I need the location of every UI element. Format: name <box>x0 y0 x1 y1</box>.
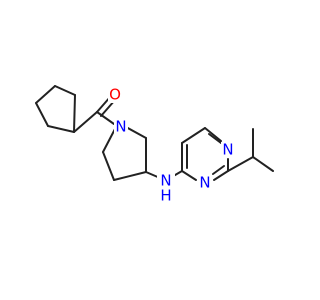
bond <box>73 94 76 133</box>
bond <box>35 85 56 104</box>
bond <box>213 170 229 181</box>
amide-nitrogen-atom: N <box>114 118 128 136</box>
bond <box>54 85 76 96</box>
structure-diagram: O N N H N N <box>35 85 274 205</box>
double-bond-inner <box>212 165 225 175</box>
amide-nitrogen-label: N <box>115 118 126 136</box>
molecule-canvas: O N N H N N <box>35 85 274 205</box>
pyrimidine-nitrogen-3-atom: N <box>198 174 212 192</box>
pyrimidine-nitrogen-3-label: N <box>199 174 210 192</box>
bond <box>96 111 115 125</box>
bond <box>102 151 115 181</box>
double-bond-inner <box>208 133 222 144</box>
amine-nitrogen-label: N <box>160 172 171 190</box>
oxygen-atom: O <box>108 86 122 104</box>
bond <box>181 127 206 144</box>
bond <box>181 170 197 181</box>
bond <box>113 171 147 181</box>
bond <box>125 126 147 139</box>
bond <box>47 125 75 133</box>
bond <box>73 111 98 133</box>
bond <box>102 126 117 153</box>
bond <box>227 156 254 172</box>
bond <box>35 102 49 127</box>
pyrimidine-nitrogen-1-atom: N <box>221 141 235 159</box>
pyrimidine-nitrogen-1-label: N <box>222 141 233 159</box>
bond <box>252 156 274 172</box>
atom-layer: O N N H N N <box>108 86 235 205</box>
amine-nh-atom: N H <box>157 172 175 205</box>
amine-hydrogen-label: H <box>160 187 171 205</box>
oxygen-label: O <box>109 86 121 104</box>
bond <box>204 127 222 142</box>
bond-layer <box>35 85 274 181</box>
